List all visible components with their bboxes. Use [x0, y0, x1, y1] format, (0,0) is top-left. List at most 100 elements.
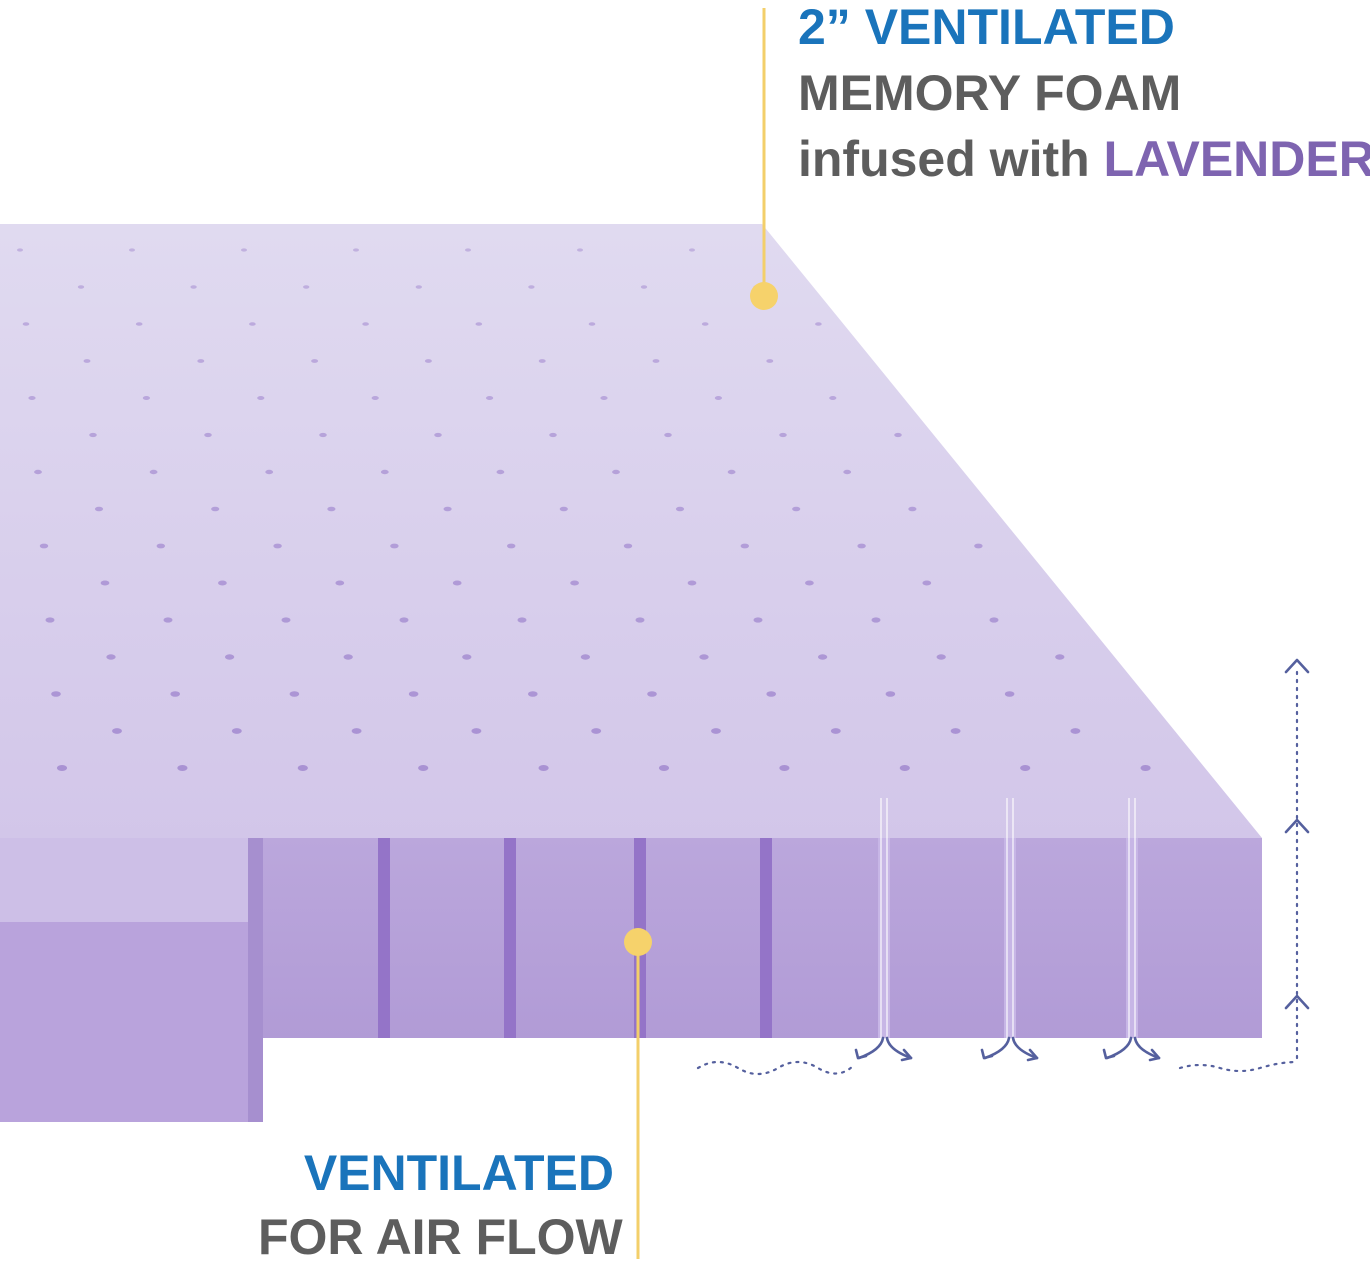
hole-dot — [635, 617, 645, 623]
hole-dot — [689, 248, 695, 252]
hole-dot — [711, 728, 721, 734]
foam-cut-inner-wall — [248, 838, 263, 1122]
ventilation-channels — [378, 798, 1138, 1038]
channel-groove — [878, 838, 890, 1038]
hole-dot — [303, 285, 310, 289]
hole-dot — [507, 543, 516, 549]
hole-dot — [106, 654, 116, 660]
hole-dot — [588, 322, 596, 326]
hole-dot — [675, 506, 685, 512]
hole-dot — [815, 322, 822, 326]
hole-dot — [779, 432, 787, 438]
hole-dot — [792, 506, 801, 512]
hole-dot — [39, 543, 49, 549]
hole-dot — [528, 285, 535, 289]
hole-dot — [415, 285, 422, 289]
hole-dot — [156, 543, 165, 549]
channel-groove — [1126, 838, 1138, 1038]
hole-dot — [740, 543, 749, 549]
hole-dot — [204, 432, 212, 438]
hole-dot — [408, 691, 419, 697]
hole-dot — [727, 469, 736, 475]
hole-dot — [424, 359, 432, 363]
hole-dot — [129, 248, 135, 252]
hole-dot — [843, 469, 852, 475]
top-callout-text: 2” VENTILATED MEMORY FOAM infused with L… — [798, 2, 1370, 200]
hole-dot — [766, 359, 774, 363]
hole-dot — [640, 285, 648, 289]
hole-dot — [830, 728, 841, 734]
hole-dot — [899, 765, 910, 771]
hole-dot — [1070, 728, 1081, 734]
hole-dot — [170, 691, 180, 697]
hole-dot — [224, 654, 235, 660]
bottom-callout-line1: VENTILATED — [303, 1145, 614, 1201]
hole-dot — [241, 248, 247, 252]
hole-dot — [1055, 654, 1065, 660]
hole-dot — [100, 580, 110, 586]
hole-dot — [701, 322, 709, 326]
hole-dot — [94, 506, 104, 512]
callout-lines — [636, 8, 766, 1259]
foam-left-block-face — [0, 922, 263, 1122]
hole-dot — [281, 617, 291, 623]
hole-dot — [231, 728, 242, 734]
hole-dot — [22, 322, 30, 326]
hole-dot — [922, 580, 932, 586]
hole-dot — [327, 506, 336, 512]
hole-dot — [289, 691, 300, 697]
hole-dot — [908, 506, 917, 512]
hole-dot — [135, 322, 143, 326]
hole-dot — [871, 617, 881, 623]
channel-groove — [1004, 838, 1016, 1038]
hole-dot — [829, 396, 837, 400]
hole-dot — [380, 469, 389, 475]
hole-dot — [753, 617, 763, 623]
hole-dot — [591, 728, 602, 734]
hole-dot — [177, 765, 188, 771]
hole-dot — [56, 765, 68, 771]
hole-dot — [517, 617, 527, 623]
hole-dot — [45, 617, 55, 623]
hole-dot — [894, 432, 902, 438]
channel-groove — [760, 838, 772, 1038]
hole-dot — [83, 359, 91, 363]
hole-dot — [343, 654, 353, 660]
hole-dot — [257, 396, 265, 400]
hole-dot — [390, 543, 399, 549]
hole-dot — [443, 506, 452, 512]
hole-dot — [989, 617, 999, 623]
hole-dot — [149, 469, 158, 475]
hole-dot — [452, 580, 462, 586]
hole-dot — [89, 432, 97, 438]
hole-dot — [471, 728, 482, 734]
hole-dot — [351, 728, 362, 734]
hole-dot — [766, 691, 776, 697]
hole-dot — [549, 432, 557, 438]
hole-dot — [273, 543, 282, 549]
foam-left-block-top — [0, 838, 263, 922]
hole-dot — [577, 248, 583, 252]
hole-dot — [1004, 691, 1015, 697]
hole-dot — [857, 543, 866, 549]
hole-dot — [297, 765, 308, 771]
hole-dot — [664, 432, 672, 438]
hole-dot — [600, 396, 608, 400]
hole-dot — [265, 469, 274, 475]
hole-dot — [77, 285, 85, 289]
hole-dot — [462, 654, 472, 660]
top-callout-line3: infused with LAVENDER — [798, 134, 1370, 200]
hole-dot — [528, 691, 538, 697]
hole-dot — [885, 691, 896, 697]
hole-dot — [142, 396, 150, 400]
airflow-arrow-icon — [696, 670, 1299, 1076]
hole-dot — [687, 580, 697, 586]
hole-dot — [538, 765, 549, 771]
hole-dot — [34, 469, 42, 475]
hole-dot — [559, 506, 568, 512]
hole-dot — [570, 580, 579, 586]
callout-dot-icon — [624, 928, 652, 956]
hole-dot — [112, 728, 122, 734]
hole-dot — [486, 396, 494, 400]
